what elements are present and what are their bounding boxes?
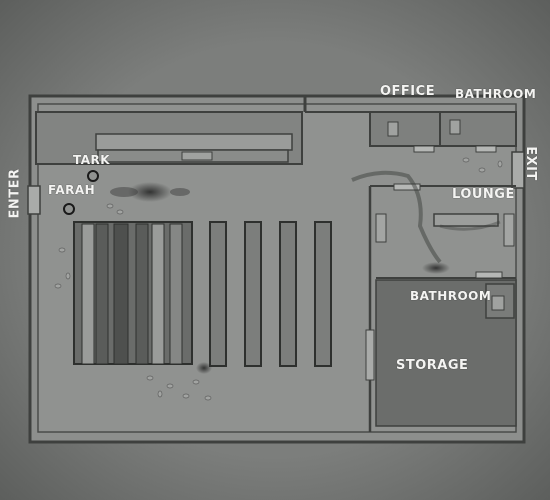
- office-area: [369, 111, 517, 153]
- room-label-enter: ENTER: [7, 168, 23, 219]
- player-label-tark: TARK: [73, 153, 111, 167]
- right-wing: [365, 183, 517, 432]
- player-marker-icon[interactable]: [87, 170, 99, 182]
- shelf-rows: [209, 221, 332, 367]
- debris-marks: [54, 157, 503, 401]
- room-label-bathroom-top: BATHROOM: [455, 87, 537, 101]
- player-marker-icon[interactable]: [63, 203, 75, 215]
- player-label-farah: FARAH: [48, 183, 96, 197]
- shelving-block: [73, 221, 193, 365]
- room-label-lounge: LOUNGE: [452, 187, 515, 202]
- exit-door: [511, 151, 525, 189]
- back-counter: [35, 111, 303, 165]
- room-label-office: OFFICE: [380, 84, 436, 99]
- room-label-exit: EXIT: [522, 146, 538, 181]
- enter-door: [27, 185, 41, 215]
- room-label-bathroom-mid: BATHROOM: [410, 289, 492, 303]
- room-label-storage: STORAGE: [396, 358, 469, 373]
